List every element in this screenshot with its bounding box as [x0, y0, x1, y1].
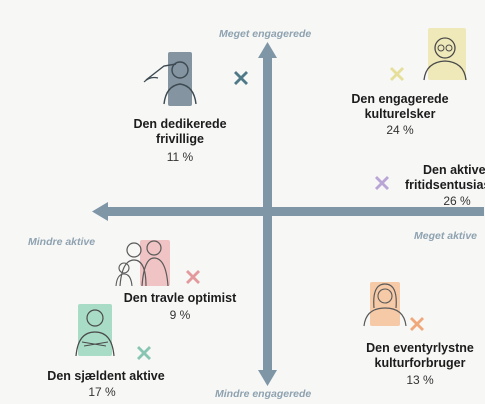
- segment-name-line1: Den sjældent aktive: [47, 369, 165, 383]
- segment-marker-yellow: [390, 67, 404, 81]
- segment-name: Den dedikerede frivillige: [118, 117, 242, 147]
- segment-name-line1: Den engagerede: [351, 92, 449, 106]
- woman-with-long-hair-icon: [360, 278, 410, 328]
- segment-marker-pink: [186, 270, 200, 284]
- segment-marker-orange: [410, 317, 424, 331]
- segment-percent: 24 %: [386, 123, 414, 137]
- segment-percent: 11 %: [166, 150, 194, 164]
- segment-marker-dark-teal: [234, 71, 248, 85]
- segment-name-line1: Den dedikerede: [133, 117, 227, 131]
- axis-label-bottom: Mindre engagerede: [215, 388, 312, 400]
- segment-name: Den engagerede kulturelsker: [335, 92, 465, 122]
- segment-marker-lavender: [375, 176, 389, 190]
- axis-label-top: Meget engagerede: [219, 28, 312, 40]
- segment-percent: 17 %: [88, 385, 116, 399]
- segment-name-line2: frivillige: [156, 132, 204, 146]
- segment-percent: 26 %: [443, 194, 471, 208]
- segment-name: Den sjældent aktive: [38, 369, 174, 384]
- segment-name-line2: kulturforbruger: [374, 356, 466, 370]
- segment-marker-mint: [137, 346, 151, 360]
- segment-percent: 13 %: [406, 373, 434, 387]
- person-with-glasses-icon: [418, 28, 468, 82]
- person-saluting-icon: [142, 52, 198, 110]
- axis-label-right: Meget aktive: [414, 230, 478, 242]
- segment-name: Den eventyrlystne kulturforbruger: [356, 341, 484, 371]
- segment-percent: 9 %: [169, 308, 191, 322]
- segment-name-line2: kulturelsker: [364, 107, 436, 121]
- segment-name-line1: Den eventyrlystne: [366, 341, 474, 355]
- segment-name: Den travle optimist: [110, 291, 250, 306]
- family-icon: [112, 238, 178, 288]
- person-with-crossed-arms-icon: [72, 302, 118, 358]
- axis-label-left: Mindre aktive: [28, 236, 96, 248]
- segment-name-line1: Den travle optimist: [123, 291, 237, 305]
